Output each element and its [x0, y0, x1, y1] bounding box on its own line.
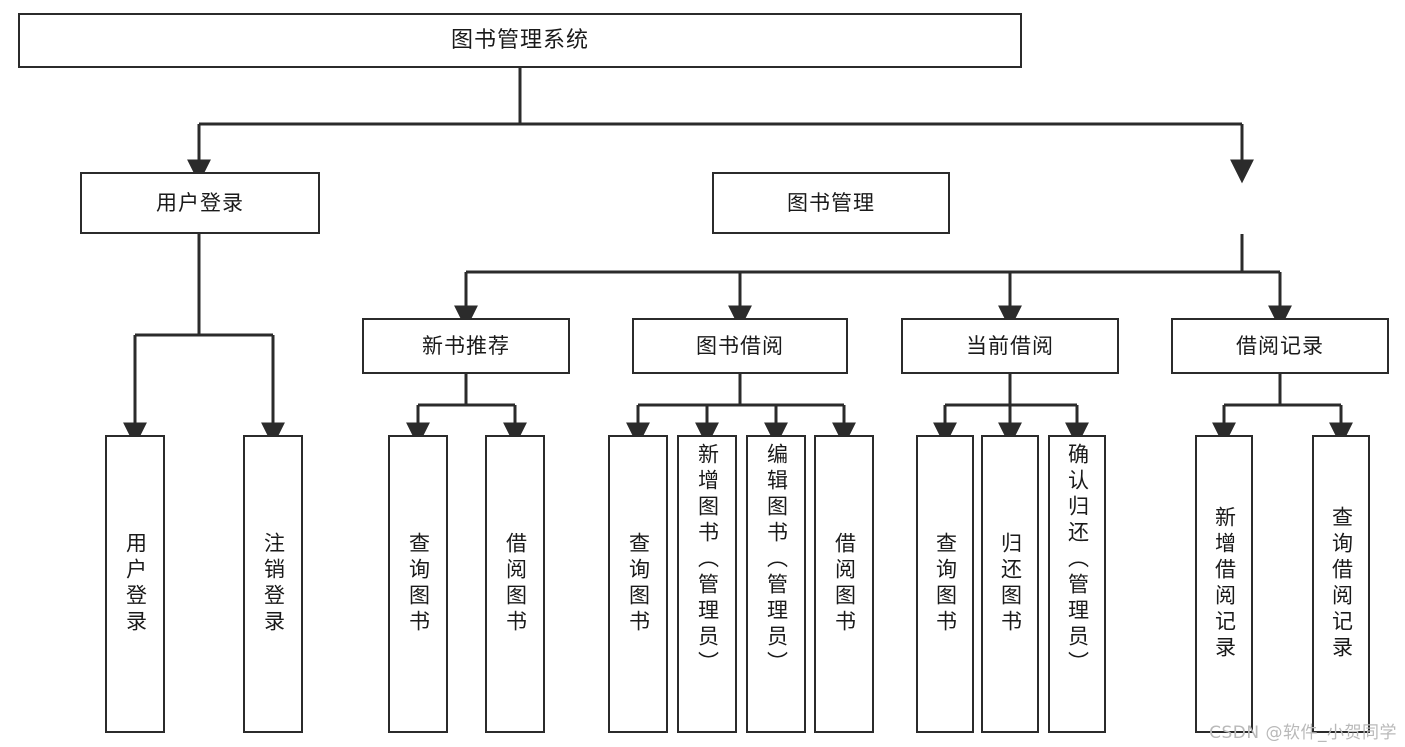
leaf-borrow-records-query-label: 查询借阅记录	[1329, 506, 1354, 662]
leaf-book-borrow-borrow-label: 借阅图书	[832, 532, 857, 636]
leaf-new-book-query-label: 查询图书	[406, 532, 431, 636]
leaf-borrow-records-add-label: 新增借阅记录	[1212, 506, 1237, 662]
leaf-book-borrow-add[interactable]: 新增图书（管理员）	[677, 435, 737, 733]
leaf-new-book-borrow-label: 借阅图书	[503, 532, 528, 636]
leaf-user-login-login[interactable]: 用户登录	[105, 435, 165, 733]
leaf-book-borrow-add-label: 新增图书（管理员）	[695, 443, 720, 677]
watermark: CSDN @软件_小贺同学	[1209, 723, 1397, 743]
node-book-borrow-label: 图书借阅	[696, 333, 784, 358]
leaf-current-borrow-query-label: 查询图书	[933, 532, 958, 636]
node-current-borrow[interactable]: 当前借阅	[901, 318, 1119, 374]
leaf-book-borrow-query-label: 查询图书	[626, 532, 651, 636]
node-borrow-records[interactable]: 借阅记录	[1171, 318, 1389, 374]
leaf-user-login-login-label: 用户登录	[123, 532, 148, 636]
leaf-borrow-records-add[interactable]: 新增借阅记录	[1195, 435, 1253, 733]
node-book-management-label: 图书管理	[787, 190, 875, 215]
leaf-current-borrow-return[interactable]: 归还图书	[981, 435, 1039, 733]
leaf-current-borrow-confirm-return-label: 确认归还（管理员）	[1065, 443, 1090, 677]
node-root-label: 图书管理系统	[450, 27, 589, 53]
node-user-login-label: 用户登录	[156, 190, 244, 215]
leaf-current-borrow-query[interactable]: 查询图书	[916, 435, 974, 733]
leaf-book-borrow-edit-label: 编辑图书（管理员）	[764, 443, 789, 677]
node-new-book-recommend-label: 新书推荐	[422, 333, 510, 358]
leaf-user-login-logout-label: 注销登录	[261, 532, 286, 636]
node-borrow-records-label: 借阅记录	[1236, 333, 1324, 358]
node-root[interactable]: 图书管理系统	[18, 13, 1022, 68]
leaf-book-borrow-edit[interactable]: 编辑图书（管理员）	[746, 435, 806, 733]
leaf-current-borrow-confirm-return[interactable]: 确认归还（管理员）	[1048, 435, 1106, 733]
node-user-login[interactable]: 用户登录	[80, 172, 320, 234]
node-current-borrow-label: 当前借阅	[966, 333, 1054, 358]
node-new-book-recommend[interactable]: 新书推荐	[362, 318, 570, 374]
leaf-user-login-logout[interactable]: 注销登录	[243, 435, 303, 733]
leaf-book-borrow-query[interactable]: 查询图书	[608, 435, 668, 733]
node-book-management[interactable]: 图书管理	[712, 172, 950, 234]
leaf-new-book-query[interactable]: 查询图书	[388, 435, 448, 733]
leaf-book-borrow-borrow[interactable]: 借阅图书	[814, 435, 874, 733]
leaf-new-book-borrow[interactable]: 借阅图书	[485, 435, 545, 733]
leaf-current-borrow-return-label: 归还图书	[998, 532, 1023, 636]
node-book-borrow[interactable]: 图书借阅	[632, 318, 848, 374]
leaf-borrow-records-query[interactable]: 查询借阅记录	[1312, 435, 1370, 733]
